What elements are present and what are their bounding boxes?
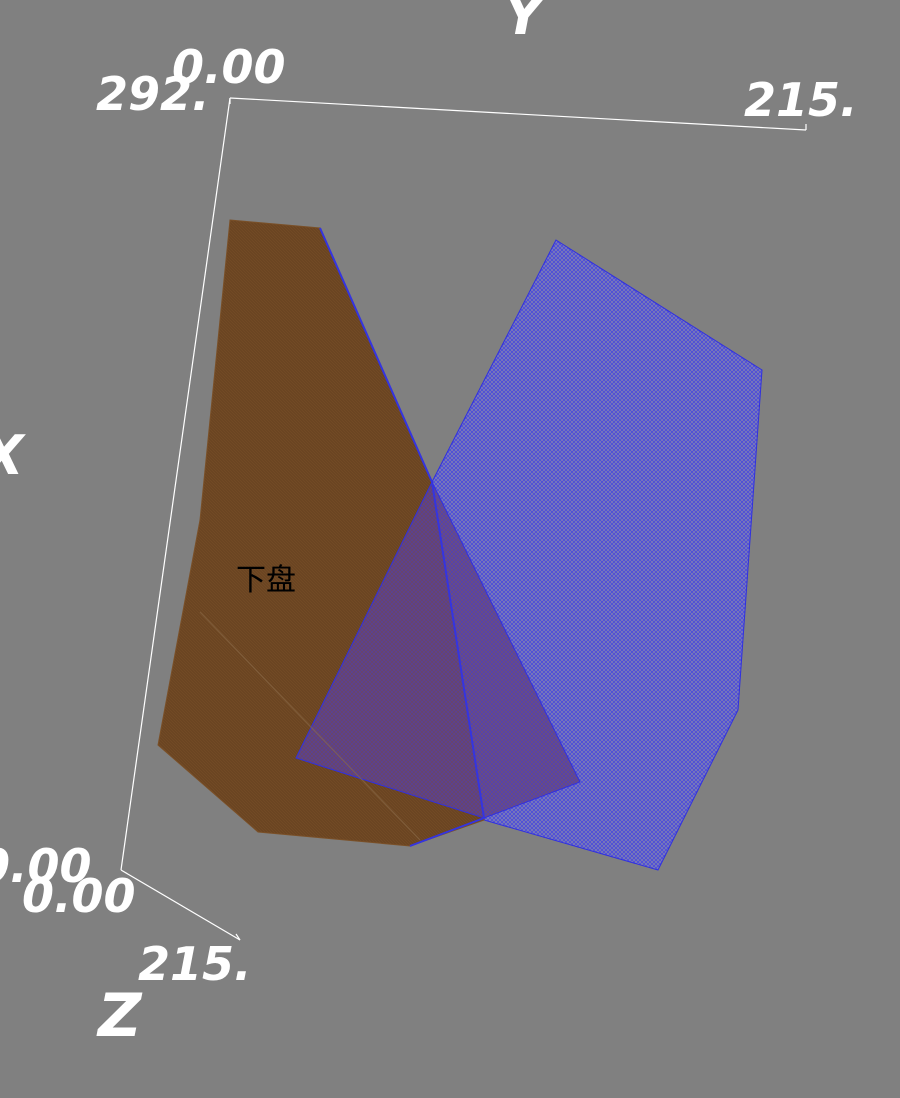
- y-axis-tick-end-label: 215.: [744, 73, 858, 127]
- x-axis-tick-end-label: 292.: [96, 67, 210, 121]
- z-axis-tick-end: [235, 933, 241, 941]
- z-axis-title: Z: [96, 981, 143, 1051]
- x-axis-tick-start-label: 0.00: [0, 839, 92, 893]
- y-axis-tick-start-label: 0.00: [172, 40, 286, 94]
- brown-fold-line: [199, 611, 421, 841]
- y-axis-line: [229, 97, 807, 131]
- x-axis-line: [120, 97, 231, 871]
- z-axis-line: [120, 869, 241, 941]
- y-axis-title: Y: [504, 0, 548, 47]
- blue-ridge-edge: [319, 227, 486, 847]
- x-axis-title: X: [0, 424, 26, 487]
- z-axis-tick-start-label: 0.00: [22, 869, 136, 923]
- axis-lines: [120, 97, 807, 941]
- region-label-下盘: 下盘: [236, 563, 296, 598]
- z-axis-tick-end-label: 215.: [138, 937, 252, 991]
